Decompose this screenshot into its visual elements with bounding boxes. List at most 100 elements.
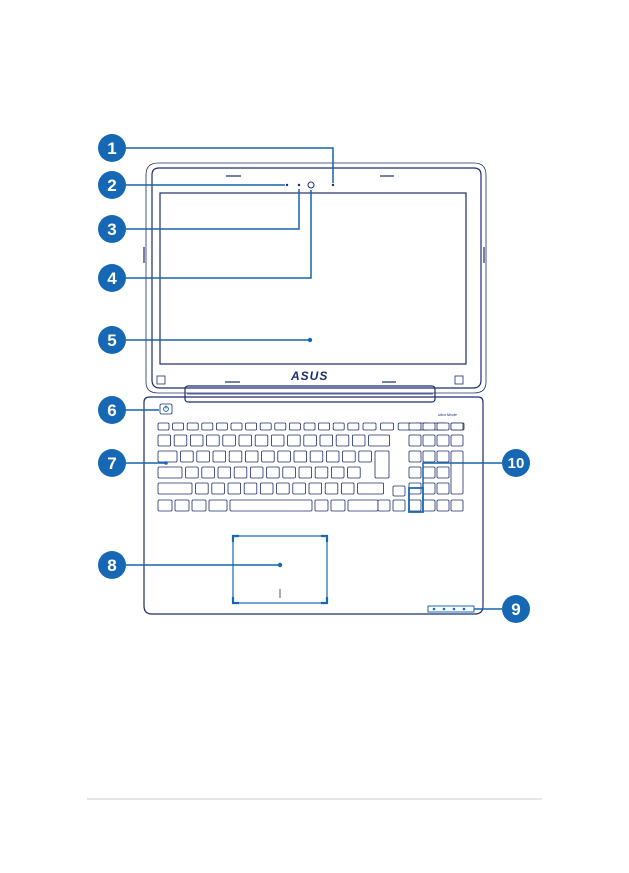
key	[250, 467, 263, 478]
key	[348, 423, 359, 430]
svg-text:1: 1	[107, 139, 116, 158]
status-indicators	[428, 606, 474, 612]
key	[246, 423, 257, 430]
svg-text:2: 2	[107, 176, 116, 195]
key	[451, 435, 463, 446]
key	[186, 467, 199, 478]
key	[187, 423, 198, 430]
key	[409, 467, 421, 478]
svg-text:8: 8	[107, 556, 116, 575]
key	[299, 467, 312, 478]
touchpad	[233, 536, 327, 603]
key	[309, 483, 322, 494]
key	[369, 435, 390, 446]
key	[423, 483, 435, 494]
key	[223, 435, 236, 446]
camera-array	[286, 182, 334, 188]
key	[262, 451, 275, 462]
svg-text:9: 9	[511, 600, 520, 619]
key	[267, 467, 280, 478]
svg-text:10: 10	[508, 455, 525, 472]
key	[375, 451, 389, 478]
callout-3: 3	[98, 215, 126, 243]
asus-logo: ASUS	[290, 369, 328, 383]
key	[245, 451, 258, 462]
key	[207, 435, 220, 446]
camera-lens	[308, 182, 314, 188]
key	[336, 435, 349, 446]
key	[423, 423, 435, 430]
key	[234, 467, 247, 478]
key	[348, 467, 361, 478]
svg-text:3: 3	[107, 220, 116, 239]
callout-9: 9	[502, 595, 530, 623]
key	[451, 451, 463, 494]
key	[437, 423, 449, 430]
key	[173, 423, 184, 430]
key	[409, 500, 421, 511]
key	[209, 500, 227, 511]
laptop-base: ultra Mode	[144, 397, 483, 614]
key	[341, 483, 354, 494]
key	[190, 435, 203, 446]
key	[325, 483, 338, 494]
callout-5: 5	[98, 326, 126, 354]
callout-4: 4	[98, 264, 126, 292]
callout-2: 2	[98, 171, 126, 199]
key	[218, 467, 231, 478]
key	[409, 451, 421, 462]
callout-8: 8	[98, 551, 126, 579]
key	[437, 435, 449, 446]
key	[331, 500, 345, 511]
key	[174, 435, 187, 446]
key	[158, 451, 177, 462]
svg-text:7: 7	[107, 454, 116, 473]
microphone-dot	[332, 184, 334, 186]
key	[423, 435, 435, 446]
key	[239, 435, 252, 446]
key	[393, 500, 405, 511]
callout-7: 7	[98, 449, 126, 477]
key	[202, 423, 213, 430]
key	[358, 483, 384, 494]
key	[278, 451, 291, 462]
array-microphone-dot	[298, 184, 300, 186]
key	[409, 423, 421, 430]
key	[423, 500, 435, 511]
key	[333, 423, 344, 430]
key	[158, 467, 182, 478]
key	[437, 500, 449, 511]
key	[319, 423, 330, 430]
key	[320, 435, 333, 446]
key	[230, 500, 312, 511]
key	[277, 483, 290, 494]
key	[310, 451, 323, 462]
key	[181, 451, 194, 462]
key	[437, 467, 449, 478]
key	[451, 423, 463, 430]
key	[378, 500, 390, 511]
key	[271, 435, 284, 446]
svg-text:4: 4	[107, 269, 117, 288]
svg-text:5: 5	[107, 331, 116, 350]
key	[213, 451, 226, 462]
key	[158, 483, 192, 494]
key	[359, 451, 372, 462]
key	[315, 467, 328, 478]
key	[197, 451, 210, 462]
key	[229, 451, 242, 462]
key	[244, 483, 257, 494]
callout-10: 10	[502, 449, 530, 477]
key	[451, 500, 463, 511]
key	[196, 483, 209, 494]
key	[175, 500, 189, 511]
key	[255, 435, 268, 446]
key	[393, 486, 405, 496]
key	[326, 451, 339, 462]
key	[158, 435, 171, 446]
key	[202, 467, 215, 478]
key	[423, 451, 435, 462]
key	[293, 483, 306, 494]
key	[192, 500, 206, 511]
